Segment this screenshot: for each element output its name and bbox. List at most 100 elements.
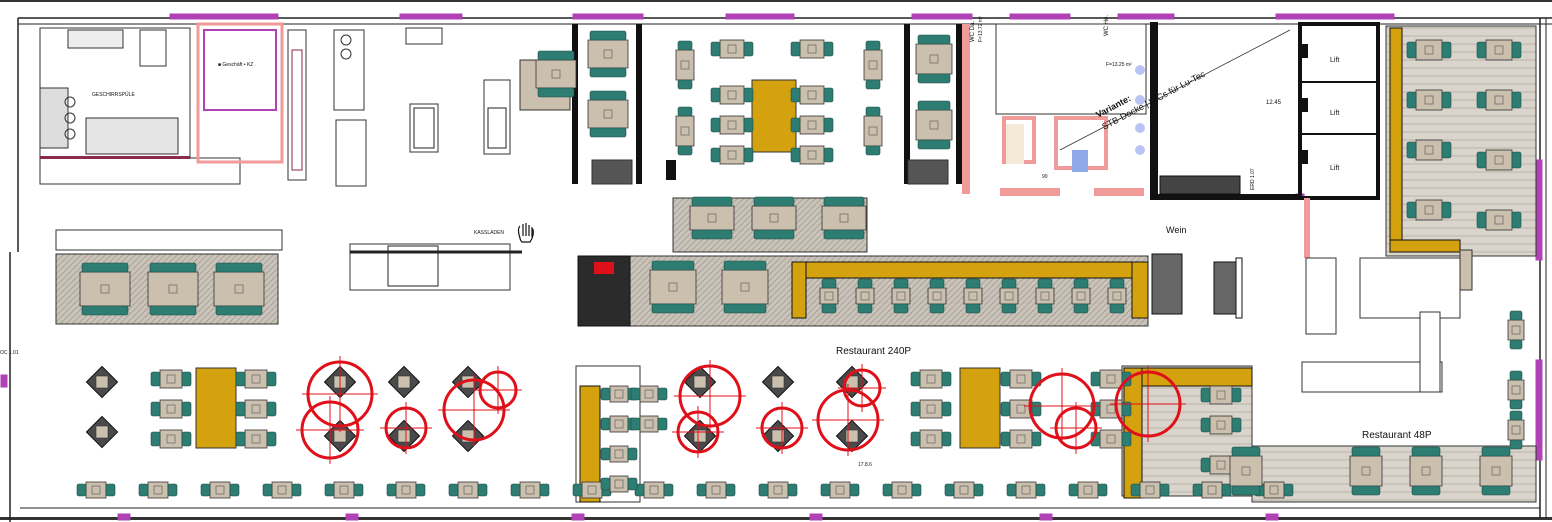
chair <box>696 483 707 497</box>
chair <box>1073 278 1089 289</box>
table-marker <box>727 150 737 160</box>
table-marker <box>277 485 287 495</box>
chair <box>415 483 426 497</box>
chair <box>677 79 693 90</box>
dark-table-top <box>845 429 859 443</box>
chair <box>691 196 733 207</box>
table <box>1485 89 1513 111</box>
chair <box>1441 201 1452 219</box>
table <box>1409 455 1443 487</box>
table <box>159 429 183 449</box>
chair <box>743 147 754 163</box>
chair <box>1441 91 1452 109</box>
chair <box>1511 151 1522 169</box>
table-marker <box>680 126 690 136</box>
chair <box>539 483 550 497</box>
table-marker <box>166 434 176 444</box>
lift-core: Lift Lift Lift 12.45 Wein ERD 1.07 <box>1150 22 1380 319</box>
red-markers <box>296 356 1186 464</box>
chair <box>600 417 611 431</box>
table <box>963 287 983 305</box>
table <box>891 481 913 499</box>
chair <box>589 30 627 41</box>
table <box>1349 455 1383 487</box>
chair <box>215 305 263 316</box>
table <box>1201 481 1223 499</box>
chair <box>1406 91 1417 109</box>
table-marker <box>707 213 717 223</box>
chair <box>1200 457 1211 473</box>
table <box>1107 287 1127 305</box>
chair <box>324 483 335 497</box>
chair <box>758 483 769 497</box>
chair <box>1351 446 1381 457</box>
table <box>1139 481 1161 499</box>
dim-178-label: 17.8.6 <box>858 462 872 468</box>
table-marker <box>926 374 936 384</box>
chair <box>893 278 909 289</box>
chair <box>917 100 951 111</box>
table-marker <box>932 291 942 301</box>
chair <box>1109 278 1125 289</box>
table <box>1099 369 1123 389</box>
table-marker <box>1511 385 1521 395</box>
chair <box>589 67 627 78</box>
table <box>519 481 541 499</box>
table-marker <box>1021 485 1031 495</box>
table-marker <box>251 434 261 444</box>
chair <box>677 40 693 51</box>
chair <box>1200 417 1211 433</box>
table-marker <box>680 60 690 70</box>
table-marker <box>339 485 349 495</box>
table-marker <box>1494 45 1504 55</box>
table <box>147 481 169 499</box>
chair <box>1411 446 1441 457</box>
chair <box>181 371 192 387</box>
chair <box>743 117 754 133</box>
table <box>719 115 745 135</box>
window-markers <box>0 13 1543 521</box>
chair <box>1073 303 1089 314</box>
table-marker <box>644 419 654 429</box>
chair <box>167 483 178 497</box>
table-marker <box>614 479 624 489</box>
table-marker <box>1511 325 1521 335</box>
chair <box>1481 446 1511 457</box>
chair <box>138 483 149 497</box>
table-marker <box>168 284 178 294</box>
wc-he-area: F=13.25 m² <box>1106 62 1132 68</box>
table <box>244 399 268 419</box>
chair <box>149 305 197 316</box>
chair <box>600 447 611 461</box>
table-marker <box>896 291 906 301</box>
chair <box>917 73 951 84</box>
table <box>1507 419 1525 441</box>
chair <box>910 371 921 387</box>
table <box>689 205 735 231</box>
chair <box>1231 387 1242 403</box>
table <box>639 415 659 433</box>
dark-table-top <box>771 429 785 443</box>
chair <box>965 278 981 289</box>
chair <box>1411 485 1441 496</box>
table <box>1485 149 1513 171</box>
table <box>213 271 265 307</box>
chair <box>235 401 246 417</box>
chair <box>353 483 364 497</box>
chair <box>150 401 161 417</box>
table-marker <box>727 90 737 100</box>
chair <box>663 483 674 497</box>
table-marker <box>807 44 817 54</box>
chair <box>537 87 575 98</box>
chair <box>181 401 192 417</box>
chair <box>1231 485 1261 496</box>
table <box>1209 455 1233 475</box>
kitchen-area: GESCHIRRSPÜLE ■ Geschäft • KZ KASSLADEN <box>39 22 522 291</box>
table-marker <box>868 126 878 136</box>
chair <box>572 483 583 497</box>
chair <box>723 303 767 314</box>
table-marker <box>587 485 597 495</box>
chair <box>657 417 668 431</box>
wein-label: Wein <box>1166 225 1186 235</box>
